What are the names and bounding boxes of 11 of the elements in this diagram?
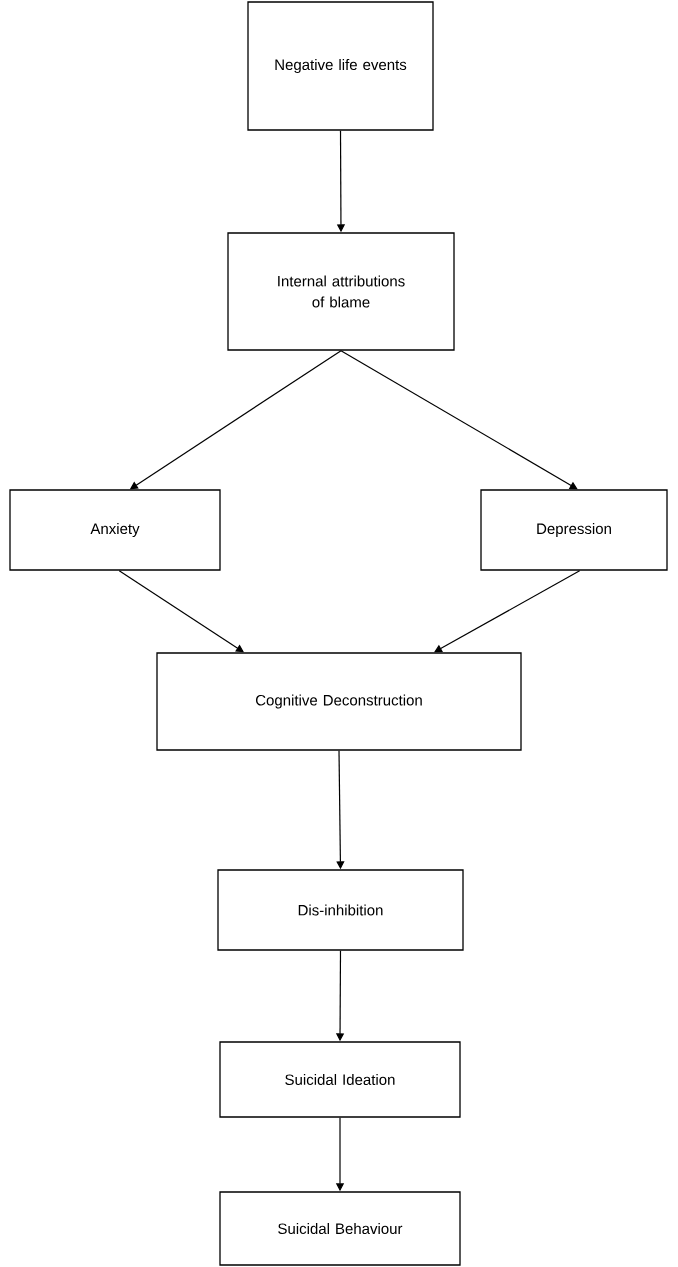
arrow (340, 350, 578, 490)
process-box: Anxiety (9, 489, 221, 571)
arrow (118, 570, 244, 653)
process-box: Suicidal Ideation (219, 1041, 461, 1118)
process-box: Internal attributions of blame (227, 232, 455, 351)
arrow (434, 570, 581, 653)
process-box: Cognitive Deconstruction (156, 652, 522, 751)
process-box: Negative life events (247, 1, 434, 131)
process-box: Depression (480, 489, 668, 571)
process-box: Suicidal Behaviour (219, 1191, 461, 1266)
process-box: Dis-inhibition (217, 869, 464, 951)
